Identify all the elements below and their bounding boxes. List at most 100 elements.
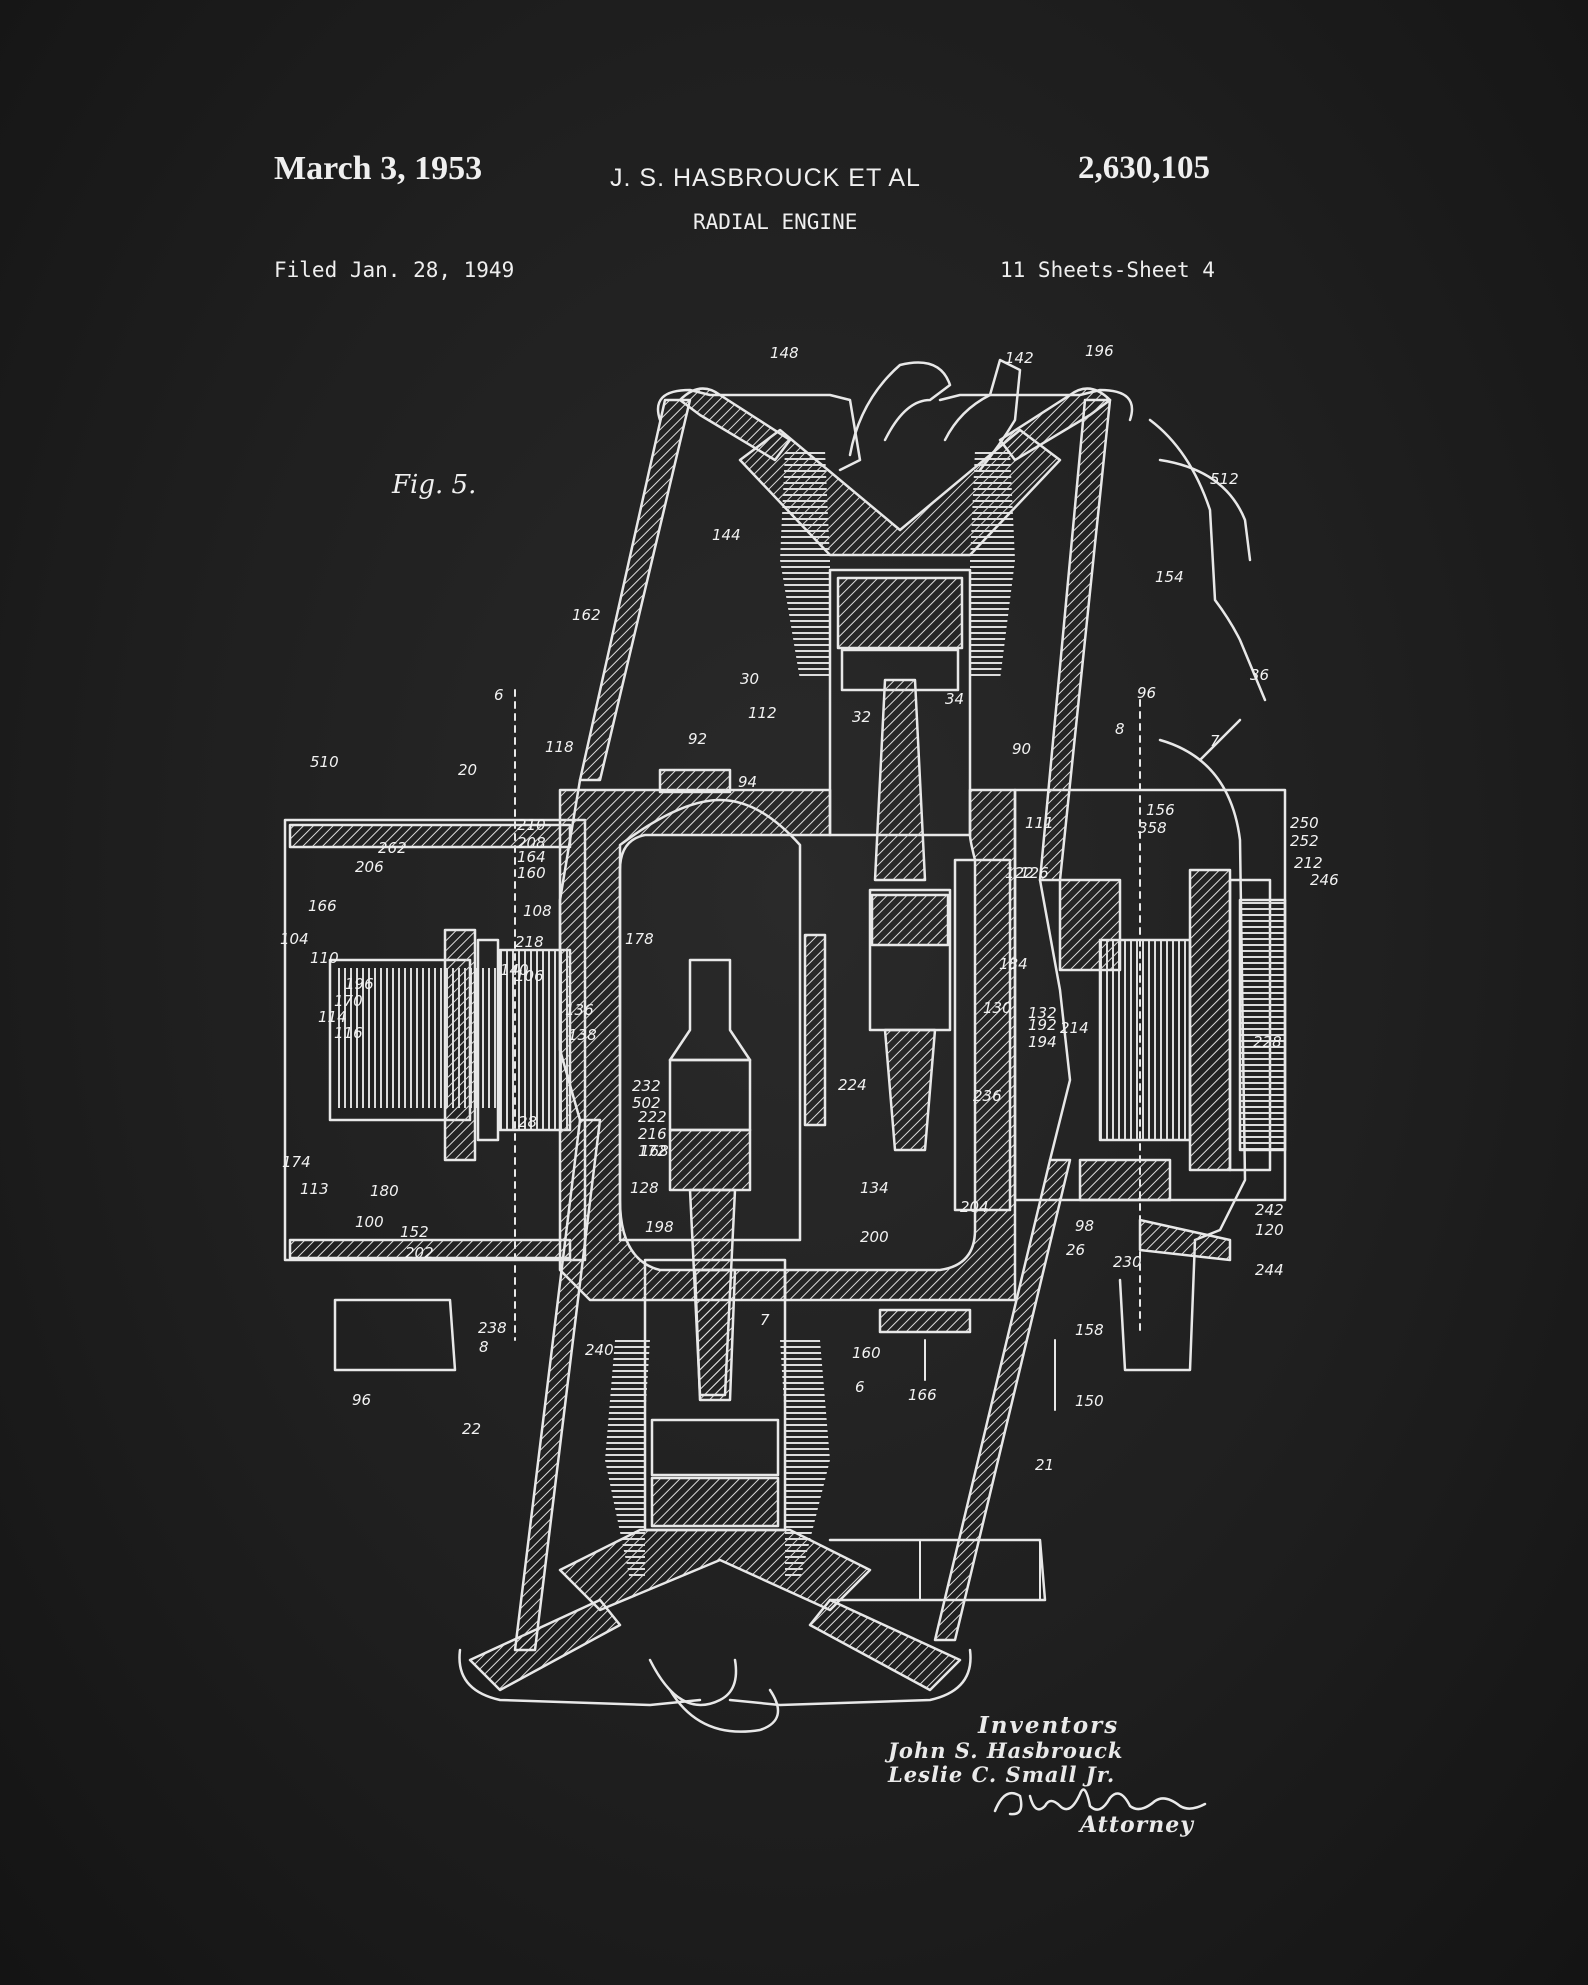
- reference-numeral: 236: [973, 1087, 1002, 1105]
- top-cylinder: [656, 358, 1267, 882]
- reference-numeral: 510: [310, 753, 339, 771]
- reference-numeral: 108: [523, 902, 552, 920]
- reference-numeral: 22: [462, 1420, 481, 1438]
- reference-numeral: 152: [400, 1223, 429, 1241]
- reference-numeral: 218: [515, 933, 544, 951]
- reference-numeral: 106: [515, 967, 544, 985]
- reference-numeral: 116: [334, 1024, 363, 1042]
- reference-numeral: 216: [638, 1125, 667, 1143]
- reference-numeral: 130: [983, 999, 1012, 1017]
- patent-date: March 3, 1953: [274, 150, 483, 187]
- reference-numeral: 502: [632, 1094, 661, 1112]
- reference-numeral: 120: [1255, 1221, 1284, 1239]
- reference-numeral: 242: [1255, 1201, 1284, 1219]
- reference-numeral: 32: [852, 708, 871, 726]
- reference-numeral: 21: [1035, 1456, 1054, 1474]
- patent-number: 2,630,105: [1078, 150, 1210, 186]
- reference-numeral: 212: [1294, 854, 1323, 872]
- reference-numeral: 154: [1155, 568, 1184, 586]
- inventor-name-2: Leslie C. Small Jr.: [888, 1762, 1116, 1787]
- filed-date: Filed Jan. 28, 1949: [274, 258, 515, 282]
- reference-numeral: 150: [1075, 1392, 1104, 1410]
- figure-label: Fig. 5.: [392, 470, 477, 500]
- reference-numeral: 214: [1060, 1019, 1089, 1037]
- reference-numeral: 206: [355, 858, 384, 876]
- reference-numeral: 113: [300, 1180, 329, 1198]
- inventor-name-1: John S. Hasbrouck: [888, 1738, 1124, 1763]
- reference-numeral: 134: [860, 1179, 889, 1197]
- reference-numeral: 111: [1025, 814, 1054, 832]
- reference-numeral: 198: [645, 1218, 674, 1236]
- reference-numeral: 7: [760, 1311, 770, 1329]
- reference-numeral: 166: [908, 1386, 937, 1404]
- reference-numeral: 30: [740, 670, 759, 688]
- reference-numeral: 262: [378, 839, 407, 857]
- reference-numeral: 20: [458, 761, 477, 779]
- reference-numeral: 162: [572, 606, 601, 624]
- reference-numeral: 94: [738, 773, 757, 791]
- reference-numeral: 8: [1115, 720, 1125, 738]
- reference-numeral: 240: [585, 1341, 614, 1359]
- reference-numeral: 184: [999, 955, 1028, 973]
- reference-numeral: 104: [280, 930, 309, 948]
- inventor-heading: J. S. HASBROUCK ET AL: [610, 164, 921, 192]
- reference-numeral: 138: [568, 1026, 597, 1044]
- reference-numeral: 222: [638, 1108, 667, 1126]
- right-gear-housing: [1013, 738, 1287, 1372]
- inventors-heading: Inventors: [978, 1712, 1120, 1739]
- reference-numeral: 232: [632, 1077, 661, 1095]
- reference-numeral: 26: [1066, 1241, 1085, 1259]
- patent-title: RADIAL ENGINE: [693, 210, 858, 234]
- crankcase: [558, 768, 1017, 1397]
- reference-numeral: 148: [770, 344, 799, 362]
- reference-numeral: 34: [945, 690, 964, 708]
- reference-numeral: 244: [1255, 1261, 1284, 1279]
- reference-numeral: 194: [1028, 1033, 1057, 1051]
- reference-numeral: 136: [565, 1001, 594, 1019]
- reference-numeral: 144: [712, 526, 741, 544]
- push-rods: [513, 398, 1112, 1652]
- reference-numeral: 174: [282, 1153, 311, 1171]
- reference-numeral: 142: [1005, 349, 1034, 367]
- reference-numeral: 168: [640, 1142, 669, 1160]
- reference-numeral: 132: [1028, 1004, 1057, 1022]
- reference-numeral: 230: [1113, 1253, 1142, 1271]
- reference-numeral: 512: [1210, 470, 1239, 488]
- attorney-signature: [993, 1788, 1207, 1816]
- reference-numeral: 208: [517, 834, 546, 852]
- reference-numeral: 122: [1005, 864, 1034, 882]
- reference-numeral: 246: [1310, 871, 1339, 889]
- reference-numeral: 180: [370, 1182, 399, 1200]
- reference-numeral: 252: [1290, 832, 1319, 850]
- reference-numeral: 358: [1138, 819, 1167, 837]
- reference-numeral: 228: [1253, 1033, 1282, 1051]
- reference-numeral: 110: [310, 949, 339, 967]
- reference-numeral: 250: [1290, 814, 1319, 832]
- reference-numeral: 196: [345, 975, 374, 993]
- reference-numeral: 204: [960, 1198, 989, 1216]
- reference-numeral: 92: [688, 730, 707, 748]
- reference-numeral: 140: [500, 961, 529, 979]
- reference-numeral: 126: [1020, 864, 1049, 882]
- reference-numeral: 238: [478, 1319, 507, 1337]
- reference-numeral: 7: [1210, 732, 1220, 750]
- reference-numeral: 192: [1028, 1016, 1057, 1034]
- reference-numeral: 156: [1146, 801, 1175, 819]
- attorney-title: Attorney: [1080, 1812, 1195, 1838]
- reference-numeral: 114: [318, 1008, 347, 1026]
- reference-numeral: 112: [748, 704, 777, 722]
- reference-numeral: 170: [334, 992, 363, 1010]
- reference-numeral: 210: [517, 816, 546, 834]
- reference-numeral: 8: [479, 1338, 489, 1356]
- reference-numeral: 202: [405, 1244, 434, 1262]
- reference-numeral: 158: [1075, 1321, 1104, 1339]
- reference-numeral: 6: [855, 1378, 865, 1396]
- reference-numeral: 96: [1137, 684, 1156, 702]
- reference-numeral: 90: [1012, 740, 1031, 758]
- reference-numeral: 118: [545, 738, 574, 756]
- reference-numeral: 28: [518, 1113, 537, 1131]
- reference-numeral: 6: [494, 686, 504, 704]
- reference-numeral: 200: [860, 1228, 889, 1246]
